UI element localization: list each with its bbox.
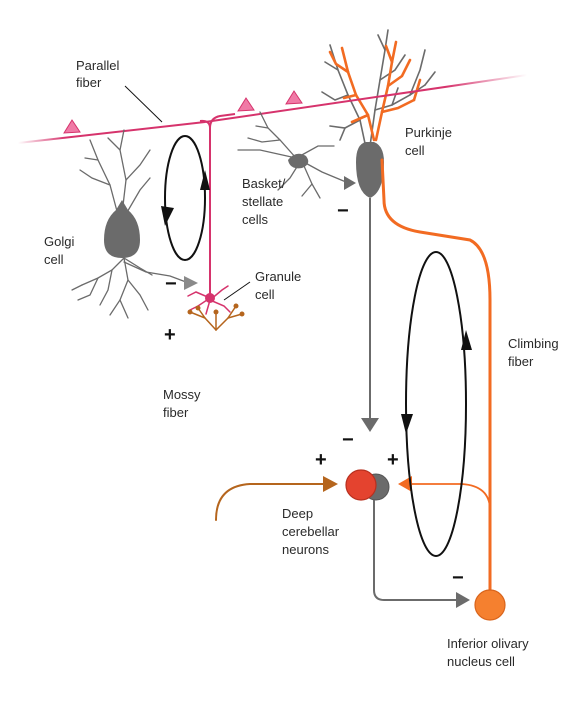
parallel-fiber-synapse xyxy=(63,119,81,134)
deep-to-olive-synapse xyxy=(456,592,470,608)
sign-mossy-to-deep-excitation: + xyxy=(315,449,327,471)
cortical-loop-arrowhead-down xyxy=(161,206,174,226)
golgi-cell xyxy=(71,129,187,319)
climbing-fiber-branches xyxy=(328,40,422,142)
label-purkinje-cell: Purkinje cell xyxy=(405,125,456,158)
golgi-synapse xyxy=(184,276,198,290)
sign-purkinje-inhibition: − xyxy=(342,429,354,451)
label-basket-stellate-cells: Basket/ stellate cells xyxy=(242,176,289,227)
parallel-fiber-leader xyxy=(124,85,163,123)
golgi-cell-body xyxy=(104,200,140,258)
cortical-loop-arrow xyxy=(164,135,206,261)
sign-golgi-inhibition: − xyxy=(165,273,177,295)
climbing-fiber xyxy=(380,158,492,592)
label-deep-cerebellar-neurons: Deep cerebellar neurons xyxy=(282,506,343,557)
deep-to-olive-axon xyxy=(373,500,460,601)
granule-cell-leader xyxy=(223,281,251,301)
parallel-fiber xyxy=(17,74,528,300)
parallel-fiber-synapse xyxy=(237,97,255,112)
label-parallel-fiber: Parallel fiber xyxy=(76,58,123,90)
label-inferior-olivary-nucleus-cell: Inferior olivary nucleus cell xyxy=(447,636,532,669)
olivary-loop-arrow xyxy=(405,251,467,557)
olivary-loop-arrowhead-up xyxy=(461,330,472,350)
sign-basket-inhibition: − xyxy=(337,200,349,222)
label-golgi-cell: Golgi cell xyxy=(44,234,78,267)
label-granule-cell: Granule cell xyxy=(255,269,305,302)
label-climbing-fiber: Climbing fiber xyxy=(508,336,562,369)
cortical-loop-arrowhead-up xyxy=(200,170,210,190)
basket-stellate-cell-body xyxy=(288,153,309,169)
sign-climbing-to-deep-excitation: + xyxy=(387,449,399,471)
climbing-fiber-synapse xyxy=(398,476,412,492)
sign-deep-to-olive-inhibition: − xyxy=(452,567,464,589)
basket-stellate-synapse xyxy=(344,176,356,190)
mossy-fiber-synapse xyxy=(323,476,338,492)
purkinje-cell-body xyxy=(356,142,384,198)
parallel-fiber-synapse xyxy=(285,90,303,105)
mossy-fiber xyxy=(189,305,326,691)
label-mossy-fiber: Mossy fiber xyxy=(163,387,204,420)
deep-cerebellar-neuron xyxy=(345,469,377,501)
granule-cell-body xyxy=(205,293,215,303)
sign-mossy-excitation: + xyxy=(164,324,176,346)
purkinje-synapse xyxy=(361,418,379,432)
inferior-olivary-cell-body xyxy=(474,589,506,621)
olivary-loop-arrowhead-down xyxy=(401,414,413,434)
